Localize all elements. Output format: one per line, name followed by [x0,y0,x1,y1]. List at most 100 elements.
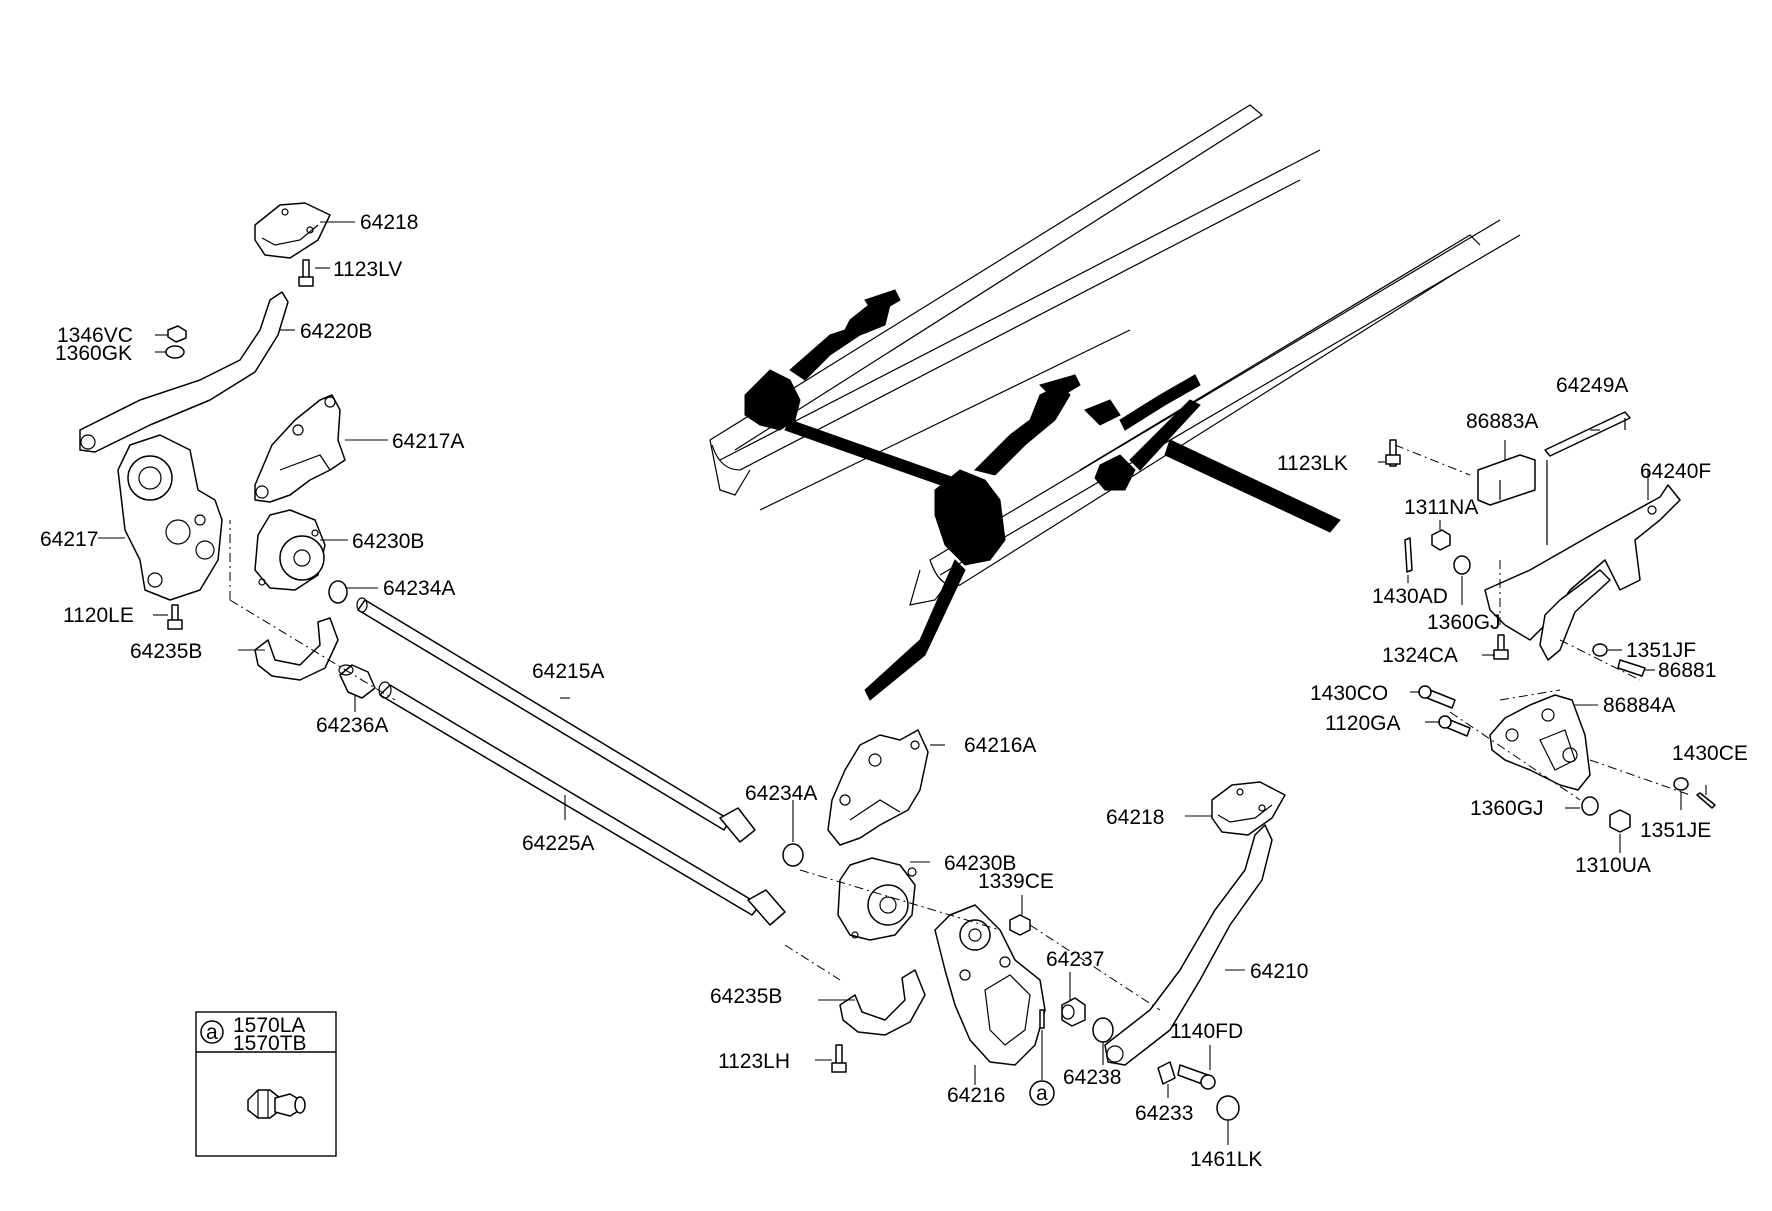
part-64230B-bushing-top [254,509,326,591]
part-labels: 64218 1123LV 1346VC 1360GK 64220B 64217A… [40,211,1748,1171]
part-1461LK-ring [1216,1095,1240,1121]
part-64249A-rod [1544,411,1631,545]
label-64218-top: 64218 [360,211,418,234]
label-64218-bottom: 64218 [1106,806,1164,829]
label-64235B-top: 64235B [130,640,202,663]
part-64218-pedal-pad-bottom [1211,781,1286,836]
part-1311NA-nut [1431,529,1451,551]
label-64216A: 64216A [964,734,1036,757]
part-1120GA-bolt [1438,715,1471,737]
label-64235B-bottom: 64235B [710,985,782,1008]
part-1123LH-bolt [831,1044,847,1073]
label-64210: 64210 [1250,960,1308,983]
assembly-dashed-lines [229,444,1691,1011]
part-1310UA-nut [1609,809,1631,833]
label-64225A: 64225A [522,832,594,855]
label-1311NA: 1311NA [1404,496,1478,519]
part-64235B-clamp-bottom [839,969,926,1036]
part-64240F-pedal-arm [1484,484,1681,661]
part-1430AD-pin [1404,537,1413,573]
part-64218-pedal-pad-top [254,202,331,259]
label-64249A: 64249A [1556,374,1628,397]
label-64236A: 64236A [316,714,388,737]
label-1430AD: 1430AD [1372,585,1448,608]
label-1123LV: 1123LV [333,258,402,281]
label-64233: 64233 [1135,1102,1193,1125]
part-64237-bushing [1061,997,1086,1027]
label-64217A: 64217A [392,430,464,453]
label-1430CO: 1430CO [1310,682,1388,705]
part-1360GJ-washer-top [1453,555,1471,575]
part-64216A-bracket [827,729,929,846]
label-1324CA: 1324CA [1382,644,1458,667]
label-1351JF: 1351JF [1626,639,1696,662]
label-86881: 86881 [1658,659,1716,682]
label-64230B-mid: 64230B [944,852,1016,875]
label-1140FD: 1140FD [1170,1020,1243,1043]
label-1120GA: 1120GA [1325,712,1401,735]
part-1430CO-pin [1418,685,1456,709]
part-1360GJ-washer-bottom [1581,796,1599,816]
label-1346VC: 1346VC [57,324,133,347]
part-64217-bracket [117,434,223,601]
label-1310UA: 1310UA [1575,854,1651,877]
callout-marker: a [206,1021,218,1044]
label-64237: 64237 [1046,948,1104,971]
label-1461LK: 1461LK [1190,1148,1262,1171]
label-64240F: 64240F [1640,460,1711,483]
label-86883A: 86883A [1466,410,1538,433]
label-1351JE: 1351JE [1640,819,1711,842]
ref-marker-a-text: a [1036,1082,1048,1105]
part-64215A-shaft [356,597,756,843]
part-64217A-bracket [254,394,346,503]
part-1360GK-washer [165,345,185,359]
part-1324CA-bolt [1493,634,1509,660]
part-64225A-shaft [378,681,786,926]
ref-marker-a: a [1029,1030,1055,1106]
label-1360GJ-bottom: 1360GJ [1470,797,1544,820]
label-1430CE: 1430CE [1672,742,1748,765]
callout-fitting-icon [247,1089,306,1119]
label-64234A-mid: 64234A [745,782,817,805]
part-64216-bracket [934,904,1046,1066]
label-1123LK: 1123LK [1277,452,1348,475]
part-64234A-bushing-mid [782,843,804,867]
label-64238: 64238 [1063,1066,1121,1089]
callout-box: a 1570LA 1570TB [195,1011,337,1157]
part-1123LK-bolt [1385,439,1401,467]
part-1123LV-bolt [298,259,314,287]
part-64220B-pedal-arm [79,291,289,453]
part-86881-bolt [1617,659,1646,677]
part-1140FD-bolt [1177,1064,1216,1090]
label-64217: 64217 [40,528,98,551]
vehicle-frame-outline [709,104,1521,606]
part-64236A-sleeve [338,664,376,699]
part-1351JE-washer [1673,777,1689,791]
label-1339CE: 1339CE [978,870,1054,893]
part-a-ref-bolt [1039,1009,1045,1029]
label-86884A: 86884A [1603,694,1675,717]
part-64210-pedal-arm [1104,824,1273,1066]
leader-lines [98,221,1707,1145]
part-1430CE-pin [1696,792,1716,809]
part-64233-clip [1157,1061,1176,1085]
part-1120LE-bolt [167,604,183,630]
label-64230B-top: 64230B [352,530,424,553]
part-64230B-bushing-mid [837,857,917,941]
label-64220B: 64220B [300,320,372,343]
part-64235B-clamp-top [254,617,339,681]
callout-part-1570TB: 1570TB [233,1032,307,1055]
label-1123LH: 1123LH [718,1050,790,1073]
label-1360GJ-top: 1360GJ [1427,611,1501,634]
label-64234A-top: 64234A [383,577,455,600]
part-1339CE-nut [1009,914,1031,936]
label-64216: 64216 [947,1084,1005,1107]
label-1120LE: 1120LE [63,604,134,627]
label-64215A: 64215A [532,660,604,683]
pedal-assembly-installed [744,289,1341,701]
label-1360GK: 1360GK [55,342,132,365]
part-86884A-bracket [1489,694,1591,791]
part-1346VC-nut [167,325,187,343]
part-86883A-bracket [1477,454,1536,506]
